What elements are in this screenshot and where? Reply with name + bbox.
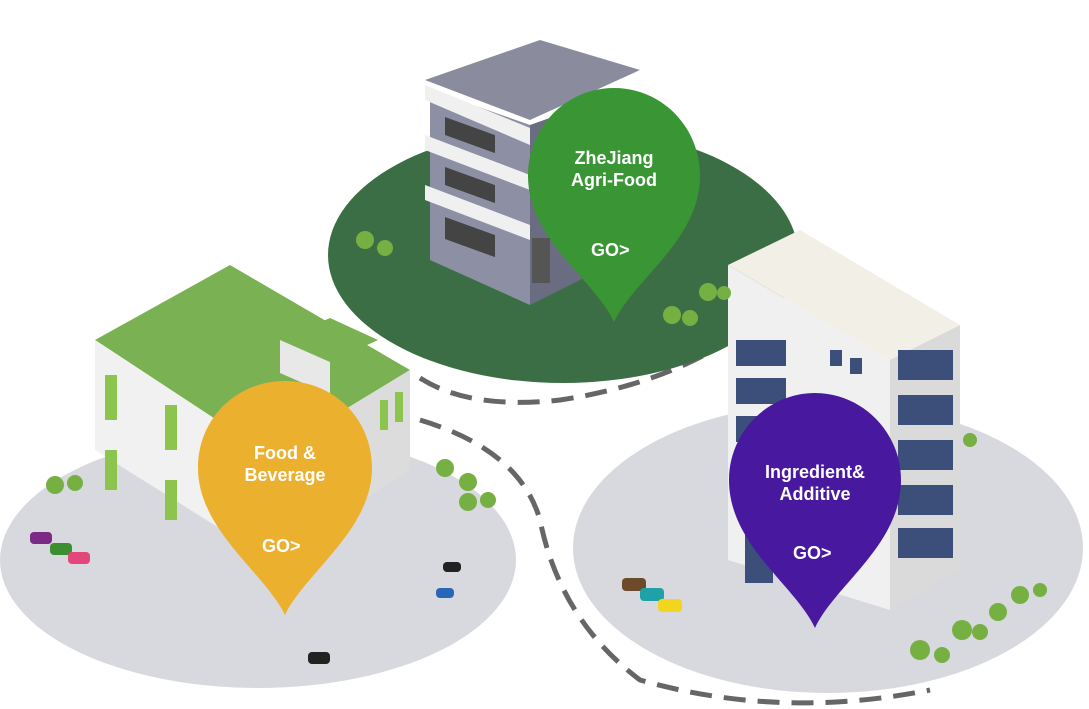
- pin-agri-line1: ZheJiang: [574, 148, 654, 168]
- cars: [30, 532, 682, 664]
- trees: [46, 231, 1047, 663]
- pin-agri-title: ZheJiang Agri-Food: [540, 147, 688, 191]
- pin-food-shape: [198, 381, 372, 615]
- pin-food-line1: Food &: [254, 443, 316, 463]
- pin-ingredient-line1: Ingredient&: [764, 462, 865, 482]
- path-food-to-ingredient: [419, 417, 931, 706]
- pin-ingredient-line2: Additive: [779, 484, 851, 504]
- pin-agri-shape: [528, 88, 700, 322]
- pin-food-title: Food & Beverage: [210, 442, 360, 486]
- pin-ingredient-title: Ingredient& Additive: [740, 461, 890, 505]
- pin-food-go-button[interactable]: GO>: [262, 536, 301, 556]
- pin-food-line2: Beverage: [244, 465, 326, 485]
- pin-agri-line2: Agri-Food: [571, 170, 657, 190]
- pin-ingredient-shape: [729, 393, 901, 628]
- pin-ingredient-go-button[interactable]: GO>: [793, 543, 832, 563]
- pin-agri-go-button[interactable]: GO>: [591, 240, 630, 260]
